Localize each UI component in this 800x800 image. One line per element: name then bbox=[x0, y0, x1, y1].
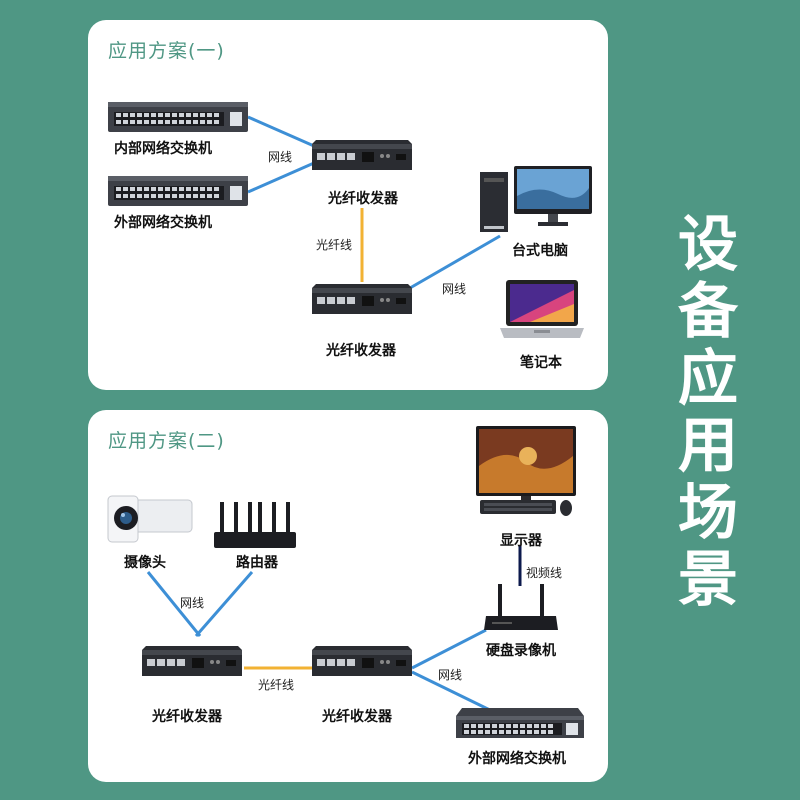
fiber-cable-label-2: 光纤线 bbox=[258, 678, 295, 692]
net-cable-label-left-2: 网线 bbox=[180, 596, 205, 610]
fiber-converter-top-label: 光纤收发器 bbox=[328, 191, 398, 207]
monitor-icon bbox=[476, 426, 576, 516]
net-cable-desktop bbox=[409, 234, 501, 290]
external-switch-2-label: 外部网络交换机 bbox=[468, 751, 566, 767]
laptop-label: 笔记本 bbox=[520, 355, 562, 371]
fiber-converter-right-label: 光纤收发器 bbox=[322, 709, 392, 725]
laptop-icon bbox=[500, 280, 584, 338]
fiber-converter-right-icon bbox=[312, 646, 412, 676]
nvr-icon bbox=[484, 584, 558, 630]
camera-label: 摄像头 bbox=[124, 555, 166, 571]
internal-switch-icon bbox=[108, 102, 248, 132]
monitor-label: 显示器 bbox=[500, 533, 542, 549]
side-title: 设 备 应 用 场 景 bbox=[668, 212, 748, 614]
fiber-converter-bottom-icon bbox=[312, 284, 412, 314]
camera-icon bbox=[107, 495, 193, 543]
nvr-label: 硬盘录像机 bbox=[486, 643, 556, 659]
net-cable-label-left: 网线 bbox=[268, 150, 293, 164]
external-switch-label: 外部网络交换机 bbox=[114, 215, 212, 231]
net-cable-label-right-2: 网线 bbox=[438, 668, 463, 682]
fiber-converter-bottom-label: 光纤收发器 bbox=[326, 343, 396, 359]
fiber-converter-top-icon bbox=[312, 140, 412, 170]
net-cable-internal-switch bbox=[247, 115, 315, 148]
external-switch-icon bbox=[108, 176, 248, 206]
net-cable-external-switch-2 bbox=[411, 670, 495, 714]
external-switch-2-icon bbox=[456, 708, 584, 738]
side-title-char: 设 bbox=[678, 210, 738, 280]
side-title-char: 用 bbox=[678, 411, 738, 481]
router-label: 路由器 bbox=[236, 555, 278, 571]
scheme-2-title: 应用方案(二) bbox=[108, 430, 225, 452]
router-icon bbox=[214, 502, 296, 548]
net-cable-label-right: 网线 bbox=[442, 282, 467, 296]
fiber-converter-left-label: 光纤收发器 bbox=[152, 709, 222, 725]
desktop-computer-icon bbox=[480, 166, 592, 232]
video-cable-label: 视频线 bbox=[526, 566, 563, 580]
net-cable-nvr bbox=[411, 628, 487, 670]
fiber-cable-label: 光纤线 bbox=[316, 238, 353, 252]
net-cable-router bbox=[194, 571, 254, 637]
fiber-converter-left-icon bbox=[142, 646, 242, 676]
desktop-computer-label: 台式电脑 bbox=[512, 243, 568, 259]
net-cable-camera bbox=[146, 571, 202, 637]
side-title-char: 应 bbox=[678, 344, 738, 414]
side-title-char: 备 bbox=[678, 277, 738, 347]
scheme-1-title: 应用方案(一) bbox=[108, 40, 225, 62]
side-title-char: 景 bbox=[678, 545, 738, 615]
net-cable-external-switch bbox=[247, 161, 315, 194]
internal-switch-label: 内部网络交换机 bbox=[114, 141, 212, 157]
side-title-char: 场 bbox=[678, 478, 738, 548]
